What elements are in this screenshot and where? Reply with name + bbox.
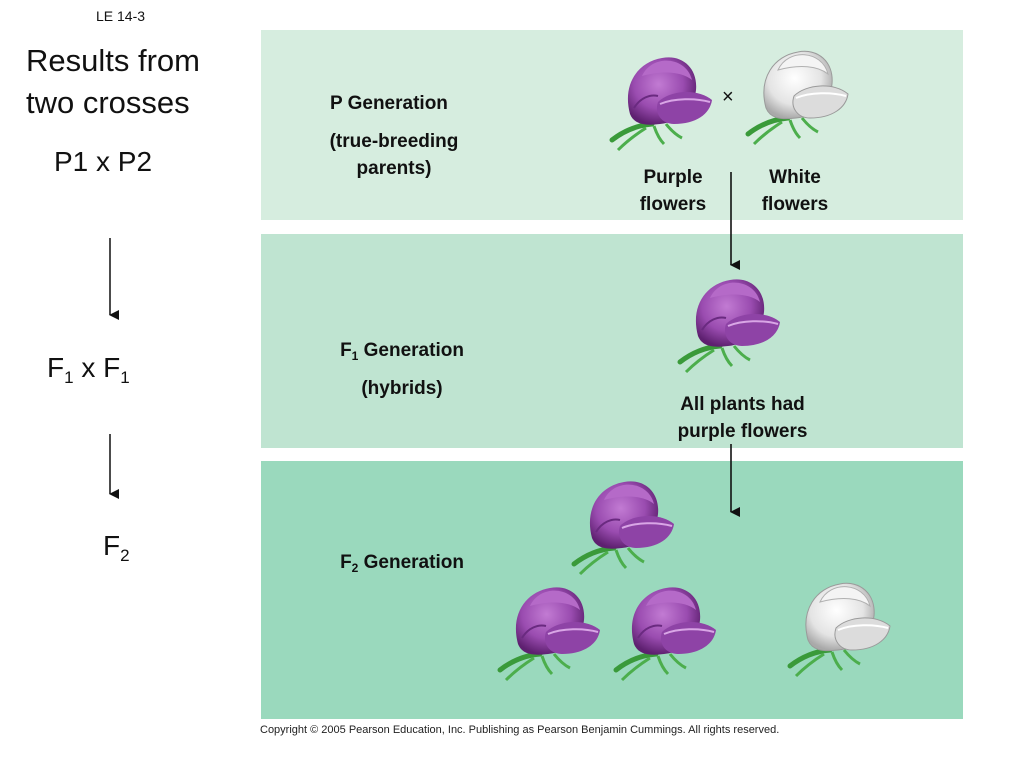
p-generation-label: P Generation — [330, 93, 448, 114]
cross-symbol: × — [722, 86, 734, 108]
purple-flowers-label: Purple flowers — [639, 167, 707, 215]
p-generation-panel — [261, 30, 963, 220]
copyright-notice: Copyright © 2005 Pearson Education, Inc.… — [260, 724, 780, 736]
f1-purple-flower — [680, 279, 780, 372]
step-f1-cross: F1 x F1 — [47, 352, 130, 387]
p-purple-flower — [612, 57, 712, 150]
p-generation-note: (true-breeding parents) — [329, 131, 459, 179]
step-p-cross: P1 x P2 — [54, 146, 153, 177]
f2-white-flower — [790, 583, 890, 676]
f2-purple-flower-1 — [574, 481, 674, 574]
slide-label: LE 14-3 — [96, 8, 146, 24]
f2-purple-flower-2 — [500, 587, 600, 680]
f1-result-label: All plants had purple flowers — [677, 394, 808, 442]
f1-generation-label: F1 Generation — [340, 340, 464, 363]
f2-purple-flower-3 — [616, 587, 716, 680]
slide-title: Results from two crosses — [26, 43, 200, 120]
f1-generation-panel — [261, 234, 963, 448]
p-white-flower — [748, 51, 848, 144]
f2-generation-label: F2 Generation — [340, 552, 464, 575]
f1-generation-note: (hybrids) — [361, 378, 443, 399]
step-f2: F2 — [103, 530, 130, 565]
white-flowers-label: White flowers — [761, 167, 829, 215]
